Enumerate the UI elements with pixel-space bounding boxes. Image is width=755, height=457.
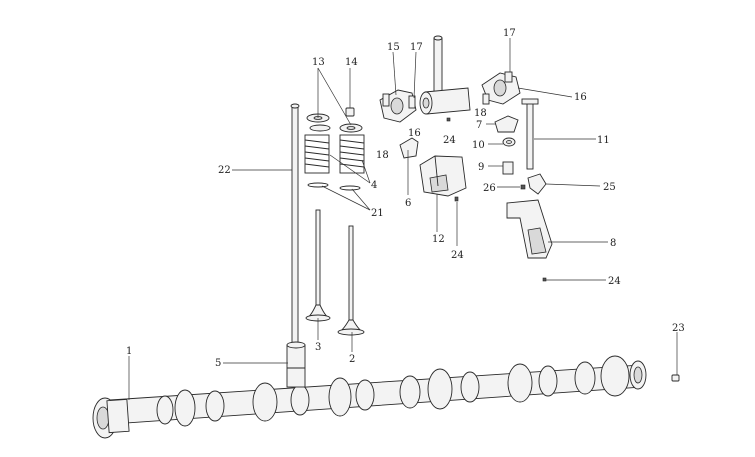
bracket-clip bbox=[399, 137, 419, 159]
callout-12: 12 bbox=[432, 234, 445, 245]
callout-18-right: 18 bbox=[474, 108, 487, 119]
rocker-pad bbox=[494, 115, 519, 133]
callout-13: 13 bbox=[312, 57, 325, 68]
dowel-pin bbox=[671, 374, 680, 382]
callout-22: 22 bbox=[218, 165, 231, 176]
callout-17-left: 17 bbox=[410, 42, 423, 53]
rocker-support bbox=[419, 155, 467, 197]
exhaust-valve bbox=[305, 209, 331, 322]
callout-25: 25 bbox=[603, 182, 616, 193]
callout-8: 8 bbox=[610, 238, 616, 249]
small-pins bbox=[446, 117, 547, 282]
callout-2: 2 bbox=[349, 354, 355, 365]
rocker-arm-right bbox=[481, 71, 521, 105]
callout-9: 9 bbox=[478, 162, 484, 173]
callout-10: 10 bbox=[472, 140, 485, 151]
washer-ring bbox=[502, 137, 516, 147]
rocker-arm-left bbox=[379, 89, 417, 123]
callout-1: 1 bbox=[126, 346, 132, 357]
callout-labels: 1 2 3 4 5 6 7 8 9 10 11 12 13 14 15 16 1… bbox=[126, 28, 685, 369]
adjusting-screws bbox=[408, 93, 490, 109]
callout-15: 15 bbox=[387, 42, 400, 53]
callout-18-left: 18 bbox=[376, 150, 389, 161]
rocker-shaft-assembly bbox=[419, 35, 471, 115]
callout-26: 26 bbox=[483, 183, 496, 194]
camshaft-lobes bbox=[156, 355, 647, 427]
callout-11: 11 bbox=[597, 135, 610, 146]
leader-lines bbox=[128, 38, 678, 400]
callout-21: 21 bbox=[371, 208, 384, 219]
callout-6: 6 bbox=[405, 198, 411, 209]
callout-23: 23 bbox=[672, 323, 685, 334]
callout-5: 5 bbox=[215, 358, 221, 369]
callout-24-top: 24 bbox=[443, 135, 456, 146]
callout-24-middle: 24 bbox=[451, 250, 464, 261]
valve-keepers bbox=[345, 107, 355, 117]
callout-17-right: 17 bbox=[503, 28, 516, 39]
intake-valve bbox=[337, 225, 365, 336]
bushing bbox=[502, 161, 514, 175]
callout-16-left: 16 bbox=[408, 128, 421, 139]
camshaft bbox=[92, 355, 647, 439]
pushrod bbox=[290, 103, 300, 347]
callout-24-right: 24 bbox=[608, 276, 621, 287]
spring-seats bbox=[307, 182, 361, 191]
callout-14: 14 bbox=[345, 57, 358, 68]
tappet bbox=[286, 341, 306, 388]
long-bolt bbox=[521, 98, 539, 170]
callout-3: 3 bbox=[315, 342, 321, 353]
callout-7: 7 bbox=[476, 120, 482, 131]
bracket-stand bbox=[506, 199, 553, 259]
callout-4: 4 bbox=[371, 180, 377, 191]
callout-16-right: 16 bbox=[574, 92, 587, 103]
spring-retainers bbox=[306, 113, 363, 133]
spring-clip bbox=[527, 173, 547, 195]
valve-springs bbox=[304, 134, 365, 174]
